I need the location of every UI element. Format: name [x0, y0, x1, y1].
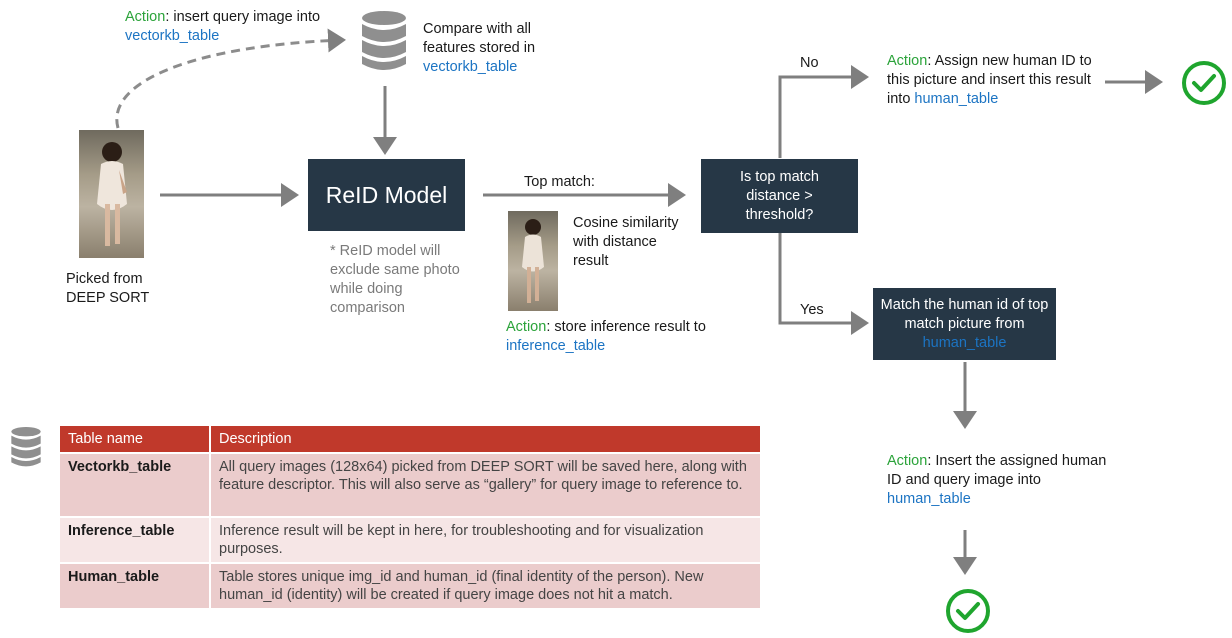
no-label: No — [800, 55, 819, 71]
table-row: Inference_table Inference result will be… — [60, 516, 762, 563]
table-name-cell: Vectorkb_table — [60, 452, 211, 517]
dashed-arrow-to-db — [115, 28, 346, 129]
action-insert-query: Action: insert query image into vectorkb… — [125, 9, 321, 44]
legend-table: Table name Description Vectorkb_table Al… — [60, 426, 762, 608]
header-table-name: Table name — [60, 426, 211, 453]
action-assign-new: Action: Assign new human ID to this pict… — [887, 53, 1092, 107]
top-match-label: Top match: — [524, 174, 595, 190]
arrow-yes-branch — [778, 233, 869, 335]
cosine-text: Cosine similarity with distance result — [573, 215, 679, 269]
action-store-inference: Action: store inference result to infere… — [506, 319, 706, 354]
database-icon — [11, 427, 41, 467]
table-desc-cell: All query images (128x64) picked from DE… — [210, 452, 762, 517]
database-icon — [362, 11, 406, 70]
check-circle-icon — [1182, 61, 1226, 105]
compare-text: Compare with all features stored in vect… — [423, 21, 536, 75]
query-photo — [79, 130, 144, 258]
table-row: Human_table Table stores unique img_id a… — [60, 562, 762, 608]
yes-label: Yes — [800, 302, 824, 318]
header-description: Description — [210, 426, 762, 453]
check-circle-icon — [946, 589, 990, 633]
reid-note: * ReID model will exclude same photo whi… — [330, 243, 460, 316]
arrow-no-branch — [778, 65, 869, 158]
reid-model-box: ReID Model — [308, 159, 465, 231]
table-desc-cell: Inference result will be kept in here, f… — [210, 516, 762, 563]
match-human-id-box: Match the human id of top match picture … — [873, 288, 1056, 360]
table-name-cell: Human_table — [60, 562, 211, 608]
decision-box: Is top match distance > threshold? — [701, 159, 858, 233]
table-header-row: Table name Description — [60, 426, 762, 453]
picked-from-label: Picked from DEEP SORT — [66, 271, 150, 306]
top-match-photo — [508, 211, 558, 311]
action-insert-assigned: Action: Insert the assigned human ID and… — [887, 453, 1107, 507]
table-name-cell: Inference_table — [60, 516, 211, 563]
table-row: Vectorkb_table All query images (128x64)… — [60, 452, 762, 517]
table-desc-cell: Table stores unique img_id and human_id … — [210, 562, 762, 608]
